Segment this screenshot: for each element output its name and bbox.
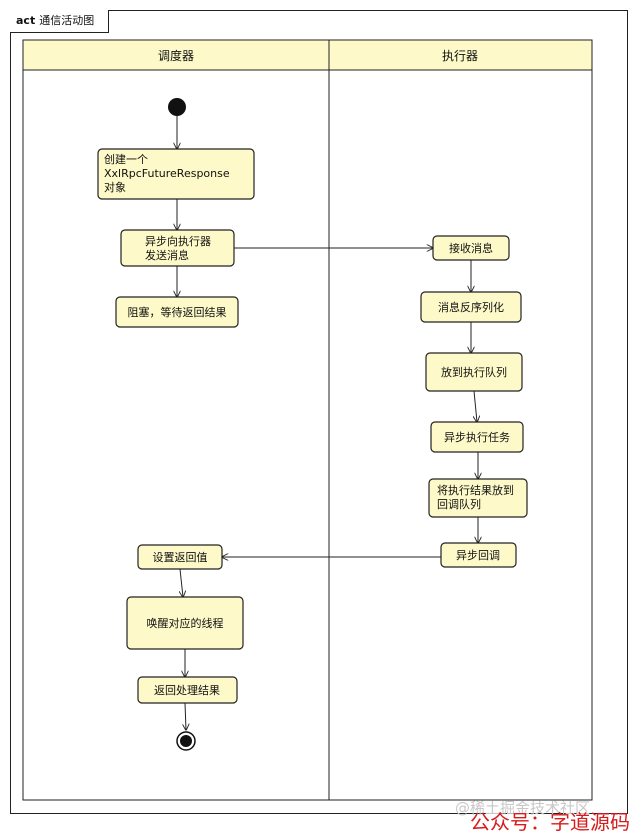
- action-async-task: 异步执行任务: [430, 421, 524, 453]
- flow-enqueue-to-task: [474, 390, 477, 422]
- frame-keyword: act: [16, 14, 36, 27]
- action-enqueue-exec: 放到执行队列: [425, 352, 523, 392]
- watermark-juejin: @稀土掘金技术社区: [455, 799, 591, 817]
- action-deserialize: 消息反序列化: [420, 291, 522, 323]
- action-enqueue-result-line1: 将执行结果放到: [437, 483, 514, 497]
- lane-executor-header: [328, 39, 593, 71]
- flow-set-return-to-wake: [180, 568, 183, 597]
- action-receive-label: 接收消息: [449, 241, 493, 255]
- initial-node: [168, 98, 186, 116]
- action-async-send-line1: 异步向执行器: [145, 234, 211, 248]
- action-create-future-line2: XxlRpcFutureResponse: [104, 167, 230, 180]
- action-set-return: 设置返回值: [137, 544, 223, 570]
- action-async-callback-label: 异步回调: [456, 549, 500, 562]
- action-create-future: 创建一个 XxlRpcFutureResponse 对象: [97, 148, 255, 200]
- lane-executor: [328, 39, 593, 801]
- action-async-task-label: 异步执行任务: [444, 430, 510, 444]
- lane-scheduler-header: [22, 39, 330, 71]
- action-enqueue-result: 将执行结果放到 回调队列: [428, 478, 528, 518]
- action-block-wait: 阻塞，等待返回结果: [115, 296, 239, 328]
- action-async-send: 异步向执行器 发送消息: [120, 229, 235, 267]
- action-return-result-label: 返回处理结果: [154, 684, 220, 697]
- action-async-callback: 异步回调: [440, 542, 517, 568]
- lane-scheduler-title: 调度器: [158, 48, 194, 63]
- action-block-wait-label: 阻塞，等待返回结果: [128, 305, 227, 319]
- action-deserialize-label: 消息反序列化: [438, 300, 504, 314]
- action-return-result: 返回处理结果: [137, 676, 238, 704]
- action-set-return-label: 设置返回值: [153, 551, 208, 564]
- lane-executor-title: 执行器: [442, 49, 478, 63]
- action-async-send-line2: 发送消息: [145, 248, 189, 262]
- action-create-future-line1: 创建一个: [104, 152, 148, 166]
- action-enqueue-exec-label: 放到执行队列: [441, 365, 507, 379]
- action-wake-thread-label: 唤醒对应的线程: [147, 616, 224, 630]
- frame-title: 通信活动图: [39, 14, 95, 27]
- action-wake-thread: 唤醒对应的线程: [126, 596, 244, 650]
- action-create-future-line3: 对象: [104, 180, 126, 194]
- action-enqueue-result-line2: 回调队列: [437, 497, 481, 511]
- activity-frame: [10, 10, 628, 814]
- flow-return-to-end: [185, 702, 186, 730]
- action-receive: 接收消息: [432, 235, 510, 261]
- watermark-wechat: 公众号：字道源码: [470, 810, 630, 834]
- final-node: [176, 731, 196, 751]
